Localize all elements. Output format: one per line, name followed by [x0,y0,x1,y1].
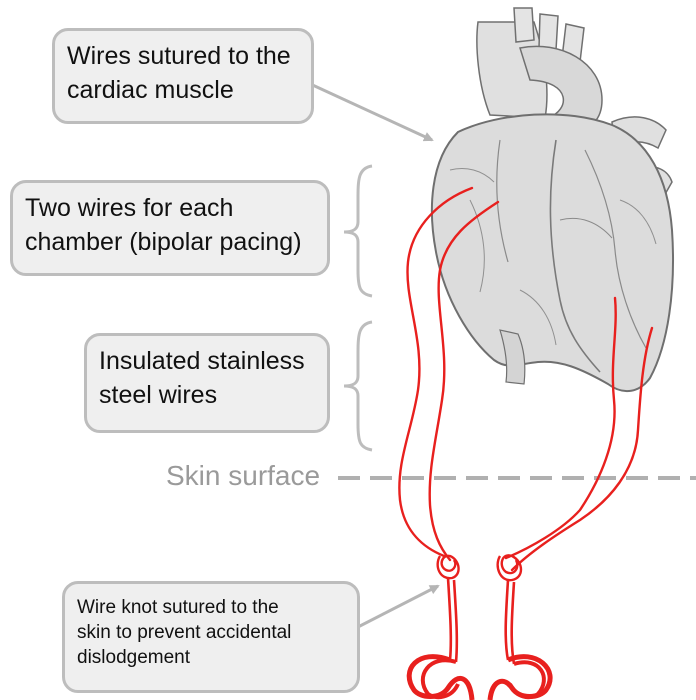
callout-line: Wire knot sutured to the [77,597,279,618]
wire-ventricular-1 [504,296,617,560]
wire-atrial-1 [398,186,474,558]
callout-line: skin to prevent accidental [77,622,292,643]
knot-left [436,554,460,580]
callout-wire-knot: Wire knot sutured to the skin to prevent… [62,581,360,693]
callout-line: Wires sutured to the [67,42,291,70]
heart-detail [549,139,601,373]
vena-cava [499,329,526,385]
vessel-branch-1 [513,7,535,43]
heart-detail [449,168,495,183]
bracket-insulated [343,320,373,452]
wire-ventricular-2 [510,326,654,572]
wire-loop-left [406,654,475,700]
heart-detail [619,199,657,245]
external-wire-loops [406,577,553,700]
bracket-two-wires [343,164,373,298]
heart-illustration [430,7,675,393]
heart-detail [496,139,509,263]
callout-connectors [305,80,440,630]
heart-detail [584,149,647,349]
skin-surface-label: Skin surface [166,460,321,491]
wire-tail [452,579,459,663]
wire-tail [510,581,516,665]
wire-tail [504,579,510,661]
callout-line: Insulated stainless [99,347,305,375]
wire-loop-right [508,660,546,700]
callout-line: cardiac muscle [67,76,234,104]
callout-sutured-wires: Wires sutured to the cardiac muscle [52,28,314,124]
wire-knots [436,554,523,582]
callout-line: steel wires [99,381,218,409]
knot-right [496,554,523,582]
heart-detail [559,217,613,239]
callout-line: Two wires for each [25,194,234,222]
callout-bipolar-pacing: Two wires for each chamber (bipolar paci… [10,180,330,276]
callout-line: dislodgement [77,647,191,668]
wire-loop-left [420,658,460,700]
wire-atrial-2 [428,200,500,562]
callout-insulated-wires: Insulated stainless steel wires [84,333,330,433]
heart-detail [519,289,557,346]
heart-detail [469,199,485,293]
callout-line: chamber (bipolar pacing) [25,228,302,256]
vessel-branch-2 [538,13,559,51]
pointer-arrow [305,80,434,142]
pointer-arrow [355,584,440,630]
pacing-wires [398,186,654,572]
wire-tail [446,577,453,661]
